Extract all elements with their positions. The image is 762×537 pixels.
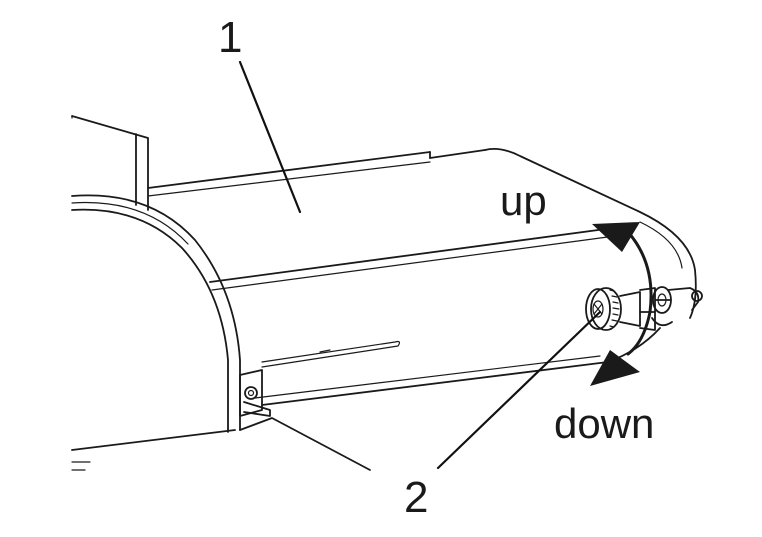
- conveyor-belt: [147, 147, 697, 406]
- rotation-arrow-down: [590, 310, 652, 386]
- left-drum-cover: [71, 194, 371, 471]
- adjustment-knob: [585, 286, 703, 331]
- callout-2: 2: [404, 473, 428, 522]
- direction-up-label: up: [500, 177, 547, 224]
- rotation-arrow-up: [592, 222, 653, 314]
- back-plate: [71, 115, 149, 211]
- leader-line-2: [436, 310, 602, 470]
- callout-1: 1: [218, 13, 242, 62]
- direction-down-label: down: [554, 400, 654, 447]
- leader-line-1: [238, 60, 302, 214]
